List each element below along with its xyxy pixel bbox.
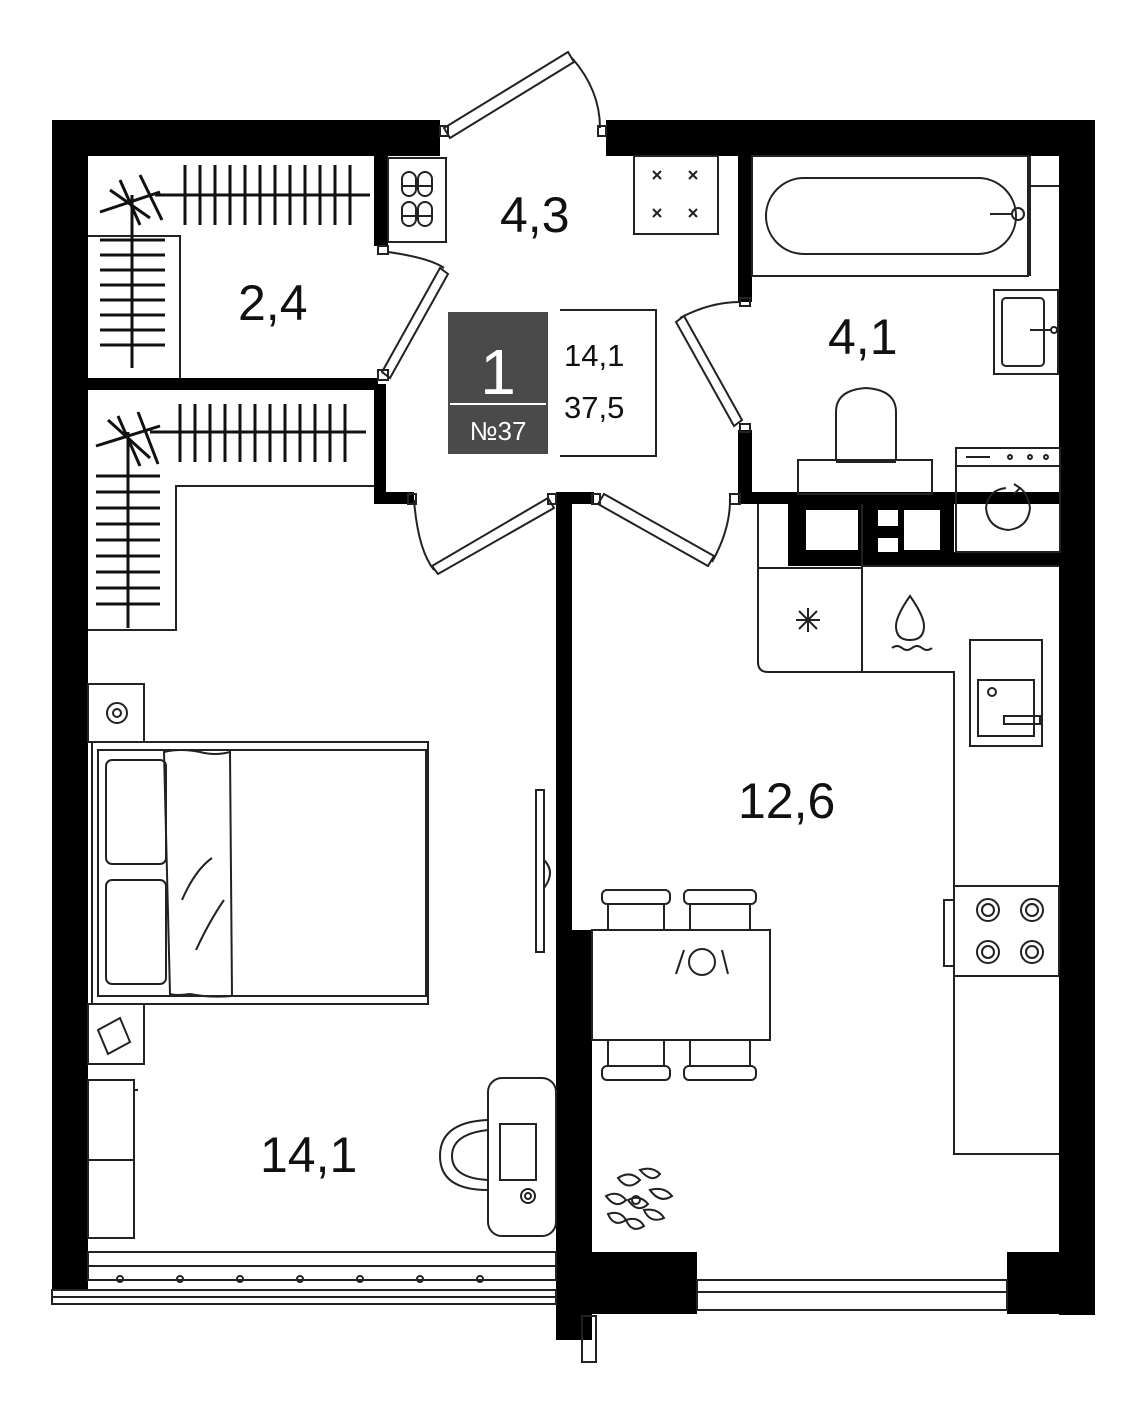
door-icon xyxy=(377,50,751,576)
apartment-badge: 1 №37 14,1 37,5 xyxy=(448,309,657,457)
walls xyxy=(52,120,1095,1340)
apartment-number: №37 xyxy=(470,416,527,446)
badge-background xyxy=(448,312,548,454)
desk-icon xyxy=(438,1077,557,1237)
living-area: 14,1 xyxy=(564,338,624,373)
washing-machine-icon xyxy=(955,447,1061,553)
cabinet-icon xyxy=(633,155,719,235)
sink-icon xyxy=(969,639,1043,747)
bed-icon xyxy=(87,683,429,1065)
room-area-bathroom: 4,1 xyxy=(828,309,898,365)
table-icon xyxy=(591,889,771,1081)
rooms-count: 1 xyxy=(480,336,516,408)
room-area-wardrobe: 2,4 xyxy=(238,275,308,331)
room-labels: 2,4 4,3 4,1 12,6 14,1 xyxy=(238,187,898,1183)
plant-icon xyxy=(604,1167,674,1230)
wardrobe-icon xyxy=(88,404,374,631)
room-area-bedroom: 14,1 xyxy=(260,1127,357,1183)
stove-icon xyxy=(943,885,1060,977)
area-bracket xyxy=(560,309,657,457)
window-icon xyxy=(51,1251,1008,1363)
fridge-icon xyxy=(757,504,863,673)
dresser-icon xyxy=(87,1079,138,1239)
total-area: 37,5 xyxy=(564,390,624,425)
wardrobe-icon xyxy=(88,165,370,378)
room-area-kitchen: 12,6 xyxy=(738,773,835,829)
water-icon xyxy=(862,565,1059,1155)
sink-icon xyxy=(993,289,1059,375)
bathtub-icon xyxy=(751,155,1059,277)
shoe-rack-icon xyxy=(387,157,447,243)
mirror-icon xyxy=(535,789,551,953)
room-area-hall: 4,3 xyxy=(500,187,570,243)
toilet-icon xyxy=(797,386,933,495)
